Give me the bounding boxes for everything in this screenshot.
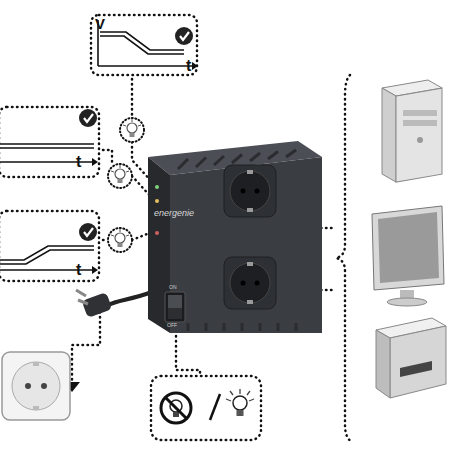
- axis-label: V: [95, 16, 105, 31]
- bulb-icons: [108, 118, 144, 252]
- graph-outline: [0, 208, 102, 284]
- graph-box: t: [0, 208, 102, 284]
- switch-symbol-box: [151, 376, 261, 440]
- power-switch: ON OFF: [162, 285, 188, 329]
- brand-name: energenie: [154, 209, 194, 218]
- switch-label: ON: [169, 285, 177, 290]
- monitor: [372, 206, 444, 306]
- power-plug: [76, 290, 152, 318]
- wall-socket: [2, 352, 70, 420]
- axis-label: t: [186, 58, 191, 74]
- voltage-regulator: energenieON OFF: [148, 135, 323, 335]
- switch-label: OFF: [167, 323, 177, 328]
- graph-box: Vt: [88, 12, 200, 78]
- axis-label: t: [76, 262, 81, 278]
- graph-box: t: [0, 104, 102, 180]
- leader-lines: [72, 75, 352, 442]
- axis-label: t: [76, 154, 81, 170]
- graph-outline: [0, 104, 102, 180]
- dvd-player: [376, 318, 446, 398]
- pc-tower: [382, 80, 442, 182]
